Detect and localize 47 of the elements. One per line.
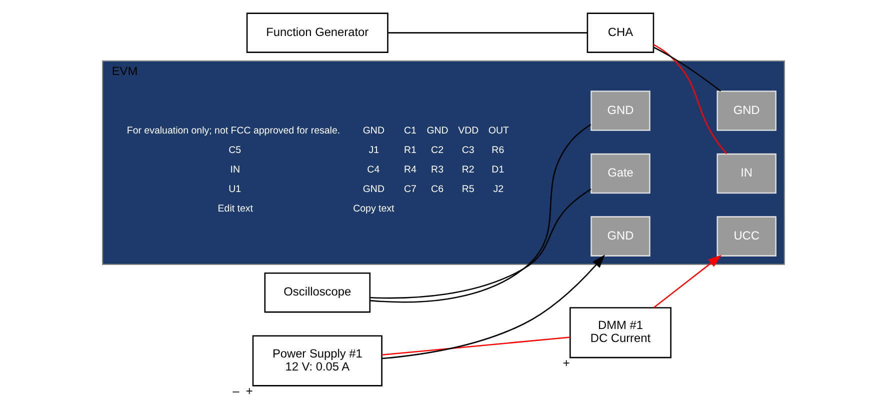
node-box: Gate (590, 152, 650, 194)
label: R2 (461, 164, 474, 176)
connector (369, 124, 591, 302)
label: OUT (488, 125, 508, 136)
label: GND (426, 125, 448, 136)
node-box: GND (716, 90, 776, 130)
label: C1 (403, 125, 416, 136)
label: R5 (461, 184, 474, 195)
label: C3 (461, 144, 474, 156)
label: C7 (403, 184, 416, 195)
label: C5 (228, 144, 241, 156)
label: R4 (403, 164, 416, 176)
node-box: CHA (586, 12, 654, 52)
label: For evaluation only; not FCC approved for resale. (126, 125, 340, 136)
label: D1 (491, 164, 504, 176)
label: C2 (430, 144, 444, 156)
node-box: Power Supply #1 12 V: 0.05 A (252, 334, 382, 386)
label: GND (362, 125, 384, 136)
label: J2 (492, 184, 504, 195)
node-label: + (562, 356, 570, 370)
node-label: – + (232, 384, 252, 398)
node-box: Function Generator (246, 12, 388, 52)
label: R6 (491, 144, 504, 156)
node-box: UCC (716, 216, 776, 256)
connector (370, 188, 591, 298)
node-box: Oscilloscope (264, 272, 370, 312)
label: U1 (228, 184, 241, 195)
node-box: GND (590, 90, 650, 130)
label: R3 (430, 164, 444, 176)
label: R1 (403, 144, 416, 156)
connector (652, 44, 727, 154)
connector (381, 336, 570, 355)
node-box: IN (716, 152, 776, 194)
label: C4 (366, 164, 380, 176)
label: VDD (458, 125, 478, 136)
connector (387, 32, 587, 33)
arrow (381, 254, 604, 359)
node-box: GND (590, 216, 650, 256)
node-box: DMM #1 DC Current (569, 306, 671, 358)
label: GND (362, 184, 384, 195)
label: C6 (430, 184, 444, 195)
connector (652, 46, 721, 92)
label: Edit text (217, 203, 252, 214)
arrow (652, 254, 722, 308)
label: J1 (368, 144, 379, 156)
label: Copy text (352, 203, 394, 214)
label: IN (230, 164, 240, 176)
